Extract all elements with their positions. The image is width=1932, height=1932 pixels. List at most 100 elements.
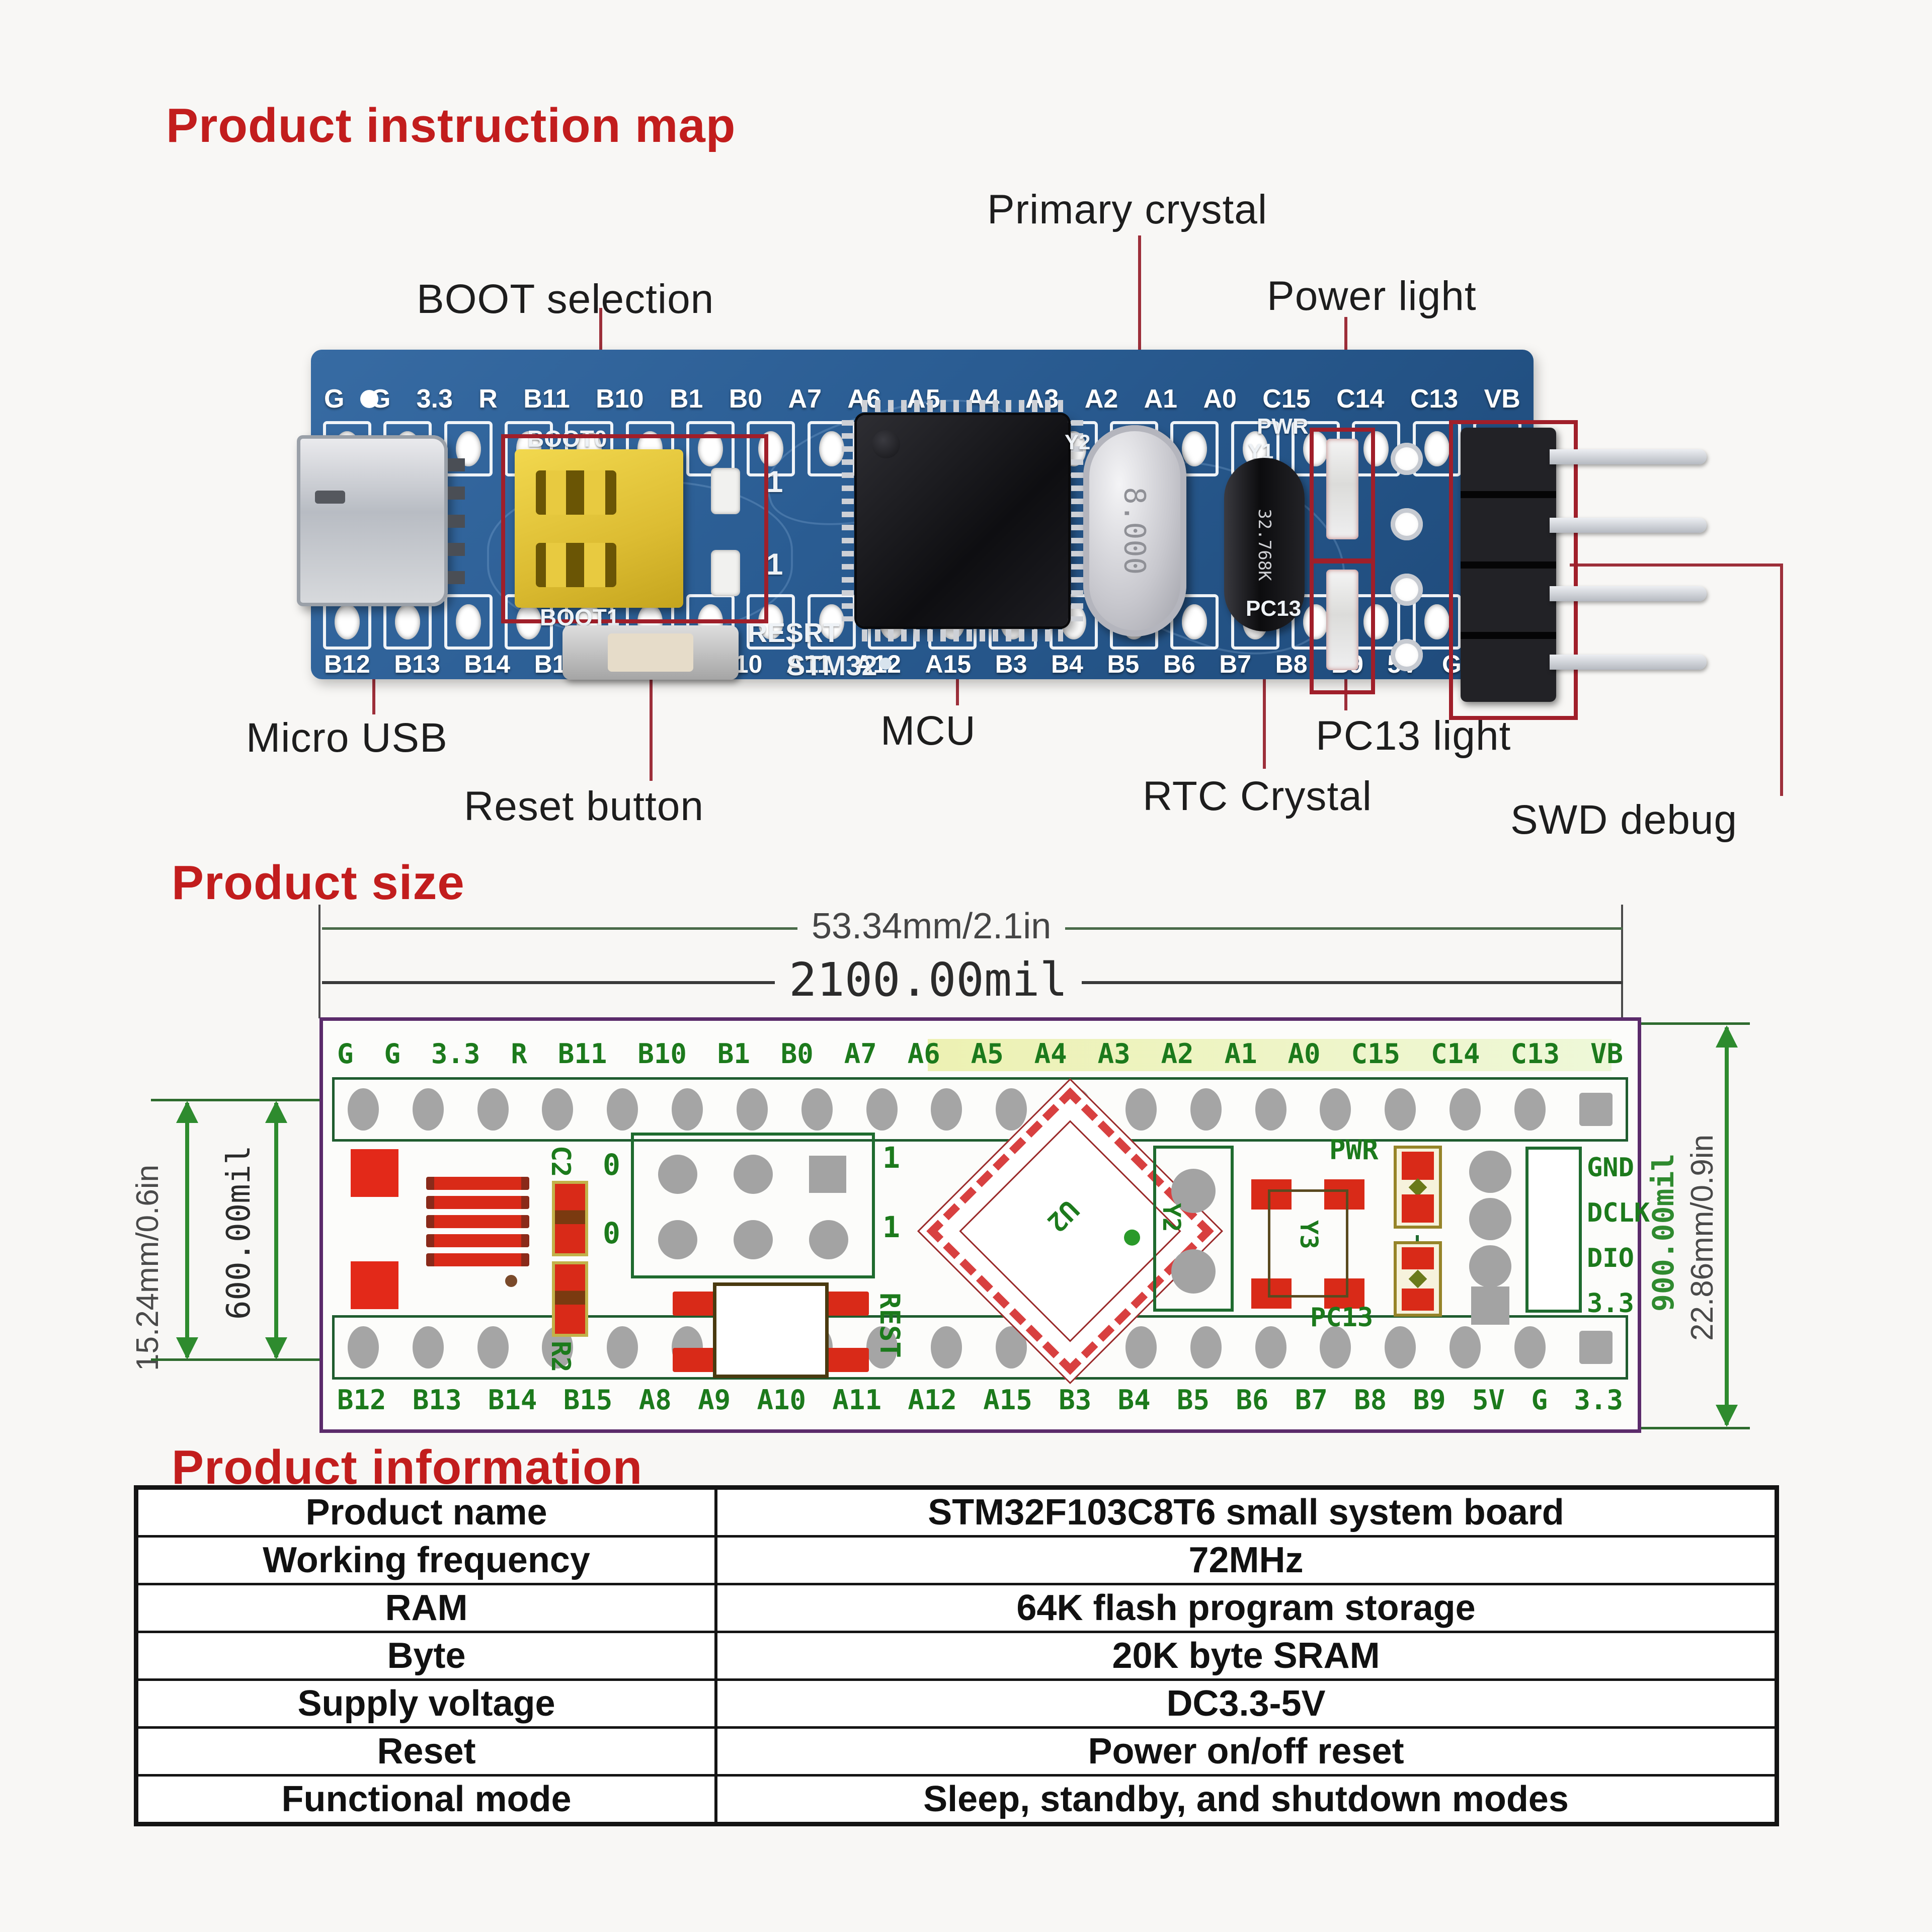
dim-row-mil: 600.00mil [220, 1145, 258, 1320]
usb-pad [351, 1261, 398, 1309]
pin-label: B12 [324, 650, 370, 678]
pin-label: A6 [907, 1038, 940, 1070]
pin-label: B6 [1163, 650, 1195, 678]
pin-label: B10 [637, 1038, 687, 1070]
via-dot [505, 1275, 517, 1287]
swd-connector-outline [1525, 1147, 1582, 1313]
pin-label: B11 [523, 384, 570, 414]
dim-arrow-left-inner [274, 1103, 278, 1357]
pin-label: B14 [464, 650, 511, 678]
y3-pad [1251, 1278, 1292, 1309]
pad [801, 1088, 833, 1131]
hole [747, 421, 795, 476]
pin-label: C14 [1336, 384, 1385, 414]
pad [1190, 1326, 1222, 1369]
silk-gnd: GND [1587, 1153, 1634, 1183]
dim-tick-top-right [1641, 1022, 1750, 1025]
y2-crystal-footprint: Y2 [1153, 1146, 1234, 1312]
pad [1125, 1088, 1157, 1131]
dim-width-mm: 53.34mm/2.1in [797, 906, 1066, 947]
dim-row-mm: 15.24mm/0.6in [130, 1164, 165, 1372]
jumper-pad [711, 550, 740, 596]
pad [542, 1088, 574, 1131]
pad [1320, 1088, 1351, 1131]
layout-top-pad-strip [332, 1077, 1628, 1142]
pad [1255, 1326, 1286, 1369]
swd-pad-square [1471, 1286, 1509, 1325]
silk-layout-pc13: PC13 [1310, 1303, 1374, 1333]
chip-pins-bottom [862, 629, 1063, 641]
pin-label: A15 [983, 1384, 1032, 1416]
silk-boot-one: 1 [766, 547, 783, 581]
pin-label: B7 [1295, 1384, 1328, 1416]
info-row-value: 72MHz [1188, 1540, 1304, 1580]
pin-label: A3 [1097, 1038, 1131, 1070]
dim-height-mil: 900.00mil [1646, 1153, 1680, 1312]
info-row-label: Byte [138, 1633, 717, 1678]
pin-label: B6 [1236, 1384, 1269, 1416]
pc13-led [1326, 570, 1358, 670]
pin-label: A2 [1161, 1038, 1194, 1070]
dim-height-mm: 22.86mm/0.9in [1685, 1134, 1720, 1341]
pin-label: A1 [1144, 384, 1178, 414]
pc13-led-footprint [1394, 1241, 1442, 1317]
callout-mcu: MCU [880, 708, 976, 754]
leader-swd-h [1570, 564, 1783, 567]
pwr-led [1326, 439, 1358, 539]
layout-bottom-pad-strip [332, 1315, 1628, 1380]
pin-label: B10 [596, 384, 644, 414]
silk-y3: Y3 [1295, 1220, 1323, 1249]
pin-label: VB [1484, 384, 1520, 414]
pad [412, 1326, 444, 1369]
pin-label: B8 [1354, 1384, 1387, 1416]
micro-usb-connector [297, 435, 465, 606]
hole [807, 594, 856, 650]
chip-pins-right [1071, 420, 1083, 621]
pin-label: VB [1590, 1038, 1623, 1070]
pin-label: A8 [638, 1384, 672, 1416]
silk-layout-y2: Y2 [1157, 1203, 1185, 1232]
pin-label: 3.3 [1574, 1384, 1623, 1416]
silk-33: 3.3 [1587, 1289, 1634, 1319]
pin-label: B14 [488, 1384, 537, 1416]
jumper-slot [536, 543, 616, 587]
pin-label: B11 [557, 1038, 607, 1070]
pin-label: B7 [1219, 650, 1252, 678]
info-row-value: 20K byte SRAM [1112, 1636, 1380, 1676]
y3-pad [1251, 1179, 1292, 1210]
dim-tick-bottom-right [1641, 1427, 1750, 1429]
chip-pins-left [842, 420, 854, 621]
silk-r2: R2 [545, 1341, 576, 1373]
rtc-marking: 32.768K [1254, 508, 1274, 581]
hole [1412, 594, 1461, 650]
swd-annotation-box [1449, 420, 1578, 720]
hole [807, 421, 856, 476]
pin-label: B1 [717, 1038, 750, 1070]
pin-label: C13 [1410, 384, 1459, 414]
c2-capacitor [552, 1181, 588, 1256]
pad-row [335, 1080, 1626, 1139]
swd-pin [1550, 586, 1707, 601]
pad [1190, 1088, 1222, 1131]
pin-label: G [337, 1038, 354, 1070]
pin-label: A11 [832, 1384, 881, 1416]
leader-swd-v [1780, 564, 1783, 796]
silk-boot0: BOOT0 [527, 426, 607, 452]
pad [412, 1088, 444, 1131]
pin-label: B4 [1117, 1384, 1151, 1416]
pin-label: A15 [925, 650, 972, 678]
pin-label: C15 [1262, 384, 1311, 414]
silk-dio: DIO [1587, 1243, 1634, 1273]
pin-label: B15 [563, 1384, 613, 1416]
pad [477, 1088, 509, 1131]
silk-jumper-0a: 0 [603, 1148, 620, 1182]
dim-arrow-right [1725, 1027, 1729, 1425]
pin-label: G [1531, 1384, 1548, 1416]
pin-label: B5 [1177, 1384, 1210, 1416]
pad [1385, 1326, 1416, 1369]
pad [1125, 1326, 1157, 1369]
callout-reset-button: Reset button [464, 783, 704, 829]
